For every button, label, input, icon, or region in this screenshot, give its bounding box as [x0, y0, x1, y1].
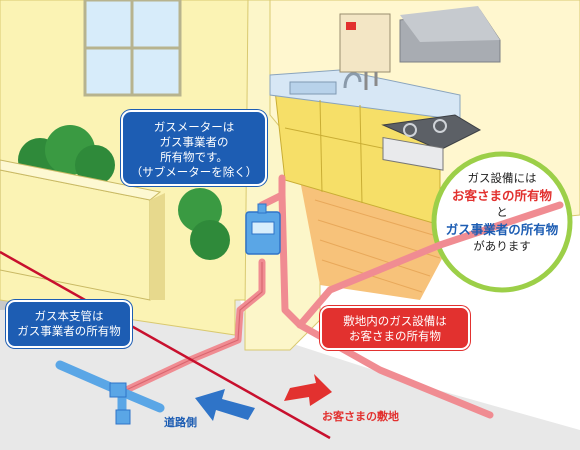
customer-premises-arrow [284, 374, 332, 406]
site-equipment-callout-line: お客さまの所有物 [349, 329, 441, 343]
road-side-label: 道路側 [164, 416, 197, 429]
gas-meter-callout-line: ガスメーターは [153, 120, 235, 134]
gas-meter-graphic [245, 203, 281, 255]
summary-circle: ガス設備には お客さまの所有物 と ガス事業者の所有物 があります [432, 170, 572, 255]
stove-panel [382, 136, 444, 171]
customer-premises-label: お客さまの敷地 [322, 410, 399, 423]
summary-line: があります [473, 239, 531, 253]
gas-meter-callout-line: （サブメーターを除く） [130, 165, 258, 179]
site-equipment-callout: 敷地内のガス設備は お客さまの所有物 [320, 306, 470, 350]
summary-line: ガス設備には [467, 171, 537, 185]
gas-meter-callout: ガスメーターは ガス事業者の 所有物です。 （サブメーターを除く） [121, 110, 267, 186]
summary-utility-property: ガス事業者の所有物 [445, 222, 559, 237]
gas-meter-callout-line: ガス事業者の [159, 135, 229, 149]
gas-main-callout: ガス本支管は ガス事業者の所有物 [6, 300, 132, 348]
gas-main-callout-line: ガス事業者の所有物 [17, 324, 121, 338]
property-boundary-line [0, 250, 331, 440]
ground-area [0, 300, 580, 450]
sink [289, 81, 337, 95]
road-side-arrow [195, 389, 255, 421]
gas-main-callout-line: ガス本支管は [34, 309, 104, 323]
kitchen-floor [300, 180, 460, 300]
site-equipment-callout-line: 敷地内のガス設備は [343, 314, 447, 328]
summary-customer-property: お客さまの所有物 [451, 188, 552, 203]
gas-meter-callout-line: 所有物です。 [160, 150, 228, 164]
summary-connector: と [496, 205, 508, 219]
faucet [343, 72, 362, 89]
